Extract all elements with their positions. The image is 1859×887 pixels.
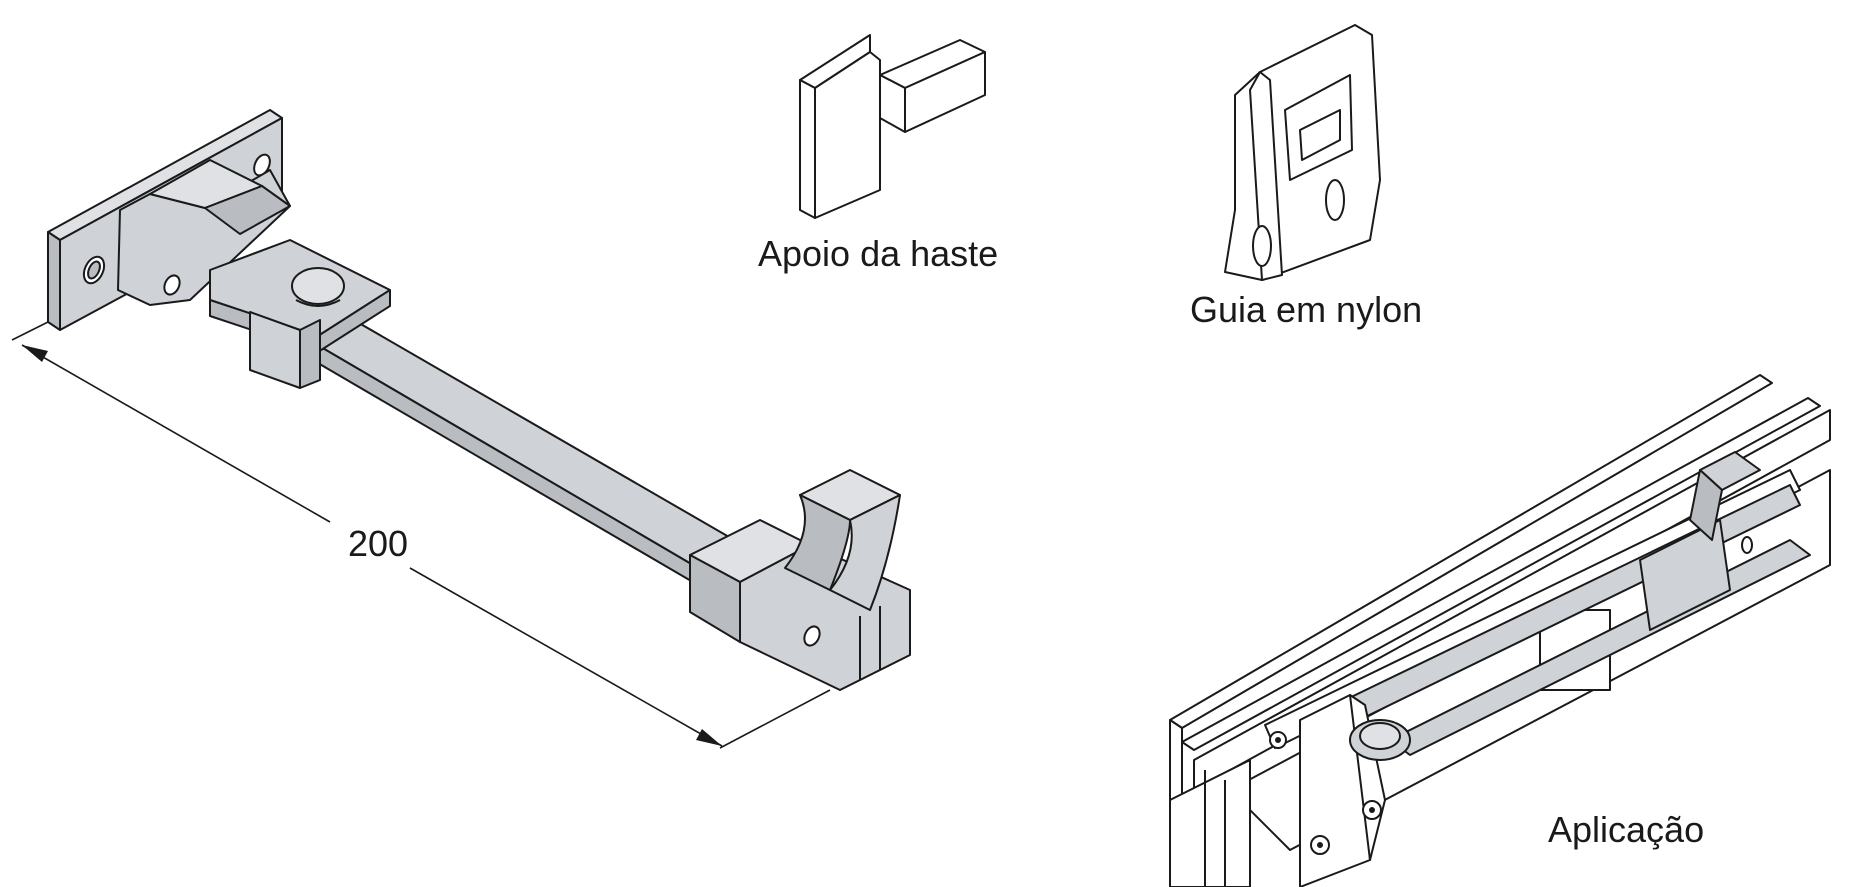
dimension-value-label: 200 bbox=[344, 526, 413, 562]
stay-arm-drawing bbox=[11, 109, 911, 749]
pivot-head bbox=[209, 239, 391, 389]
nylon-guide-label: Guia em nylon bbox=[1190, 289, 1423, 330]
rod-support-drawing bbox=[799, 34, 986, 219]
application-label: Aplicação bbox=[1548, 809, 1705, 850]
pivot-bracket bbox=[117, 159, 291, 306]
end-slider-block bbox=[689, 469, 911, 691]
dimension-line bbox=[11, 321, 831, 749]
application-drawing bbox=[1169, 374, 1831, 887]
nylon-guide-drawing bbox=[1224, 24, 1381, 281]
rod-support-label: Apoio da haste bbox=[758, 233, 999, 274]
mounted-stay-arm bbox=[1264, 451, 1811, 887]
